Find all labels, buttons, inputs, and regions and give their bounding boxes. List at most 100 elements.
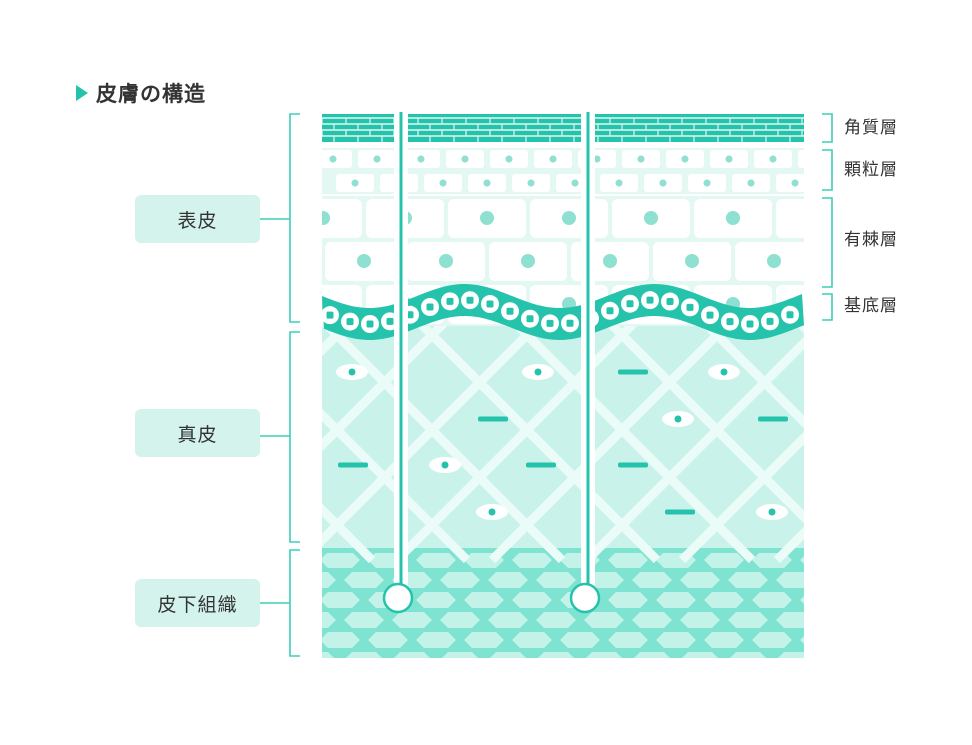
basal-nucleus <box>766 317 774 325</box>
collagen-fiber <box>967 300 972 560</box>
fat-cell <box>322 592 360 608</box>
granular-nucleus <box>703 179 711 187</box>
fat-cell <box>728 612 768 628</box>
basal-nucleus <box>646 296 654 304</box>
stratum-granulosum <box>322 148 804 194</box>
granular-nucleus <box>615 179 623 187</box>
fibroblast-cell <box>662 411 694 427</box>
fat-cell <box>682 652 718 658</box>
fat-cell <box>512 552 552 568</box>
fat-cell <box>512 592 552 608</box>
collagen-fiber <box>773 296 804 334</box>
basal-nucleus <box>326 311 334 319</box>
granular-nucleus <box>791 179 799 187</box>
basal-nucleus <box>446 297 454 305</box>
granular-nucleus <box>681 155 689 163</box>
basal-nucleus <box>466 296 474 304</box>
spinous-nucleus <box>808 297 822 311</box>
fat-cell <box>536 572 576 588</box>
sublayer-bracket <box>822 113 833 143</box>
fat-cell <box>632 612 672 628</box>
collagen-fiber <box>322 503 376 564</box>
fat-cell <box>656 592 696 608</box>
collagen-dash <box>758 416 788 422</box>
sublayer-bracket <box>822 149 833 191</box>
fat-cell <box>634 652 670 658</box>
collagen-dash <box>665 509 695 515</box>
fat-cell <box>416 552 456 568</box>
label-stratum-corneum: 角質層 <box>844 118 898 138</box>
basal-nucleus <box>606 307 614 315</box>
granular-nucleus <box>505 155 513 163</box>
spinous-nucleus <box>644 211 658 225</box>
fat-cell <box>778 652 804 658</box>
fat-cell <box>608 552 648 568</box>
fat-cell <box>488 612 528 628</box>
label-dermis: 真皮 <box>135 409 260 457</box>
granular-nucleus <box>461 155 469 163</box>
fat-cell <box>680 572 720 588</box>
spinous-nucleus <box>808 211 822 225</box>
fat-cell <box>394 652 430 658</box>
fat-cell <box>608 592 648 608</box>
fibroblast-cell <box>476 504 508 520</box>
collagen-fiber <box>322 296 471 452</box>
fat-cell <box>776 612 804 628</box>
collagen-fiber <box>872 300 972 560</box>
collagen-dash <box>618 369 648 375</box>
label-subcutis: 皮下組織 <box>135 579 260 627</box>
basal-nucleus <box>726 318 734 326</box>
collagen-fiber <box>322 296 566 547</box>
collagen-fiber <box>678 431 804 564</box>
fat-cell <box>416 592 456 608</box>
hair-shaft <box>399 112 403 592</box>
spinous-cell <box>776 199 804 238</box>
fat-cell <box>442 652 478 658</box>
fat-cell <box>392 612 432 628</box>
fat-cell <box>512 632 552 648</box>
fat-cell <box>632 572 672 588</box>
fat-cell <box>728 572 768 588</box>
granular-nucleus <box>637 155 645 163</box>
fat-cell <box>440 572 480 588</box>
granular-cell <box>776 174 804 192</box>
fat-cell <box>680 612 720 628</box>
collagen-fiber <box>583 336 804 564</box>
fat-cell <box>368 632 408 648</box>
label-epidermis: 表皮 <box>135 195 260 243</box>
left-brackets <box>260 113 300 657</box>
fat-cell <box>800 596 804 604</box>
granular-nucleus <box>747 179 755 187</box>
fat-cell <box>322 612 336 628</box>
hair-shaft <box>586 112 590 592</box>
fat-cell <box>800 636 804 644</box>
basal-nucleus <box>686 303 694 311</box>
label-stratum-spinosum: 有棘層 <box>844 230 898 250</box>
diagram-title: 皮膚の構造 <box>76 78 206 108</box>
sublayer-bracket <box>822 197 833 288</box>
granular-nucleus <box>329 155 337 163</box>
spinous-nucleus <box>685 254 699 268</box>
spinous-nucleus <box>767 254 781 268</box>
spinous-nucleus <box>322 211 330 225</box>
basal-nucleus <box>526 315 534 323</box>
granular-nucleus <box>571 179 579 187</box>
collagen-dash <box>618 462 648 468</box>
fibroblast-cell <box>336 364 368 380</box>
granular-cell <box>322 150 352 168</box>
basal-nucleus <box>706 311 714 319</box>
subcutis-fat-cells <box>272 552 804 658</box>
granular-nucleus <box>483 179 491 187</box>
basal-nucleus <box>426 303 434 311</box>
fat-cell <box>272 552 312 568</box>
fat-cell <box>730 652 766 658</box>
spinous-nucleus <box>357 254 371 268</box>
granular-nucleus <box>527 179 535 187</box>
fat-cell <box>272 592 312 608</box>
collagen-fiber <box>393 296 661 564</box>
granular-nucleus <box>769 155 777 163</box>
fat-cell <box>704 552 744 568</box>
basal-nucleus <box>386 317 394 325</box>
label-stratum-basale: 基底層 <box>844 296 898 316</box>
